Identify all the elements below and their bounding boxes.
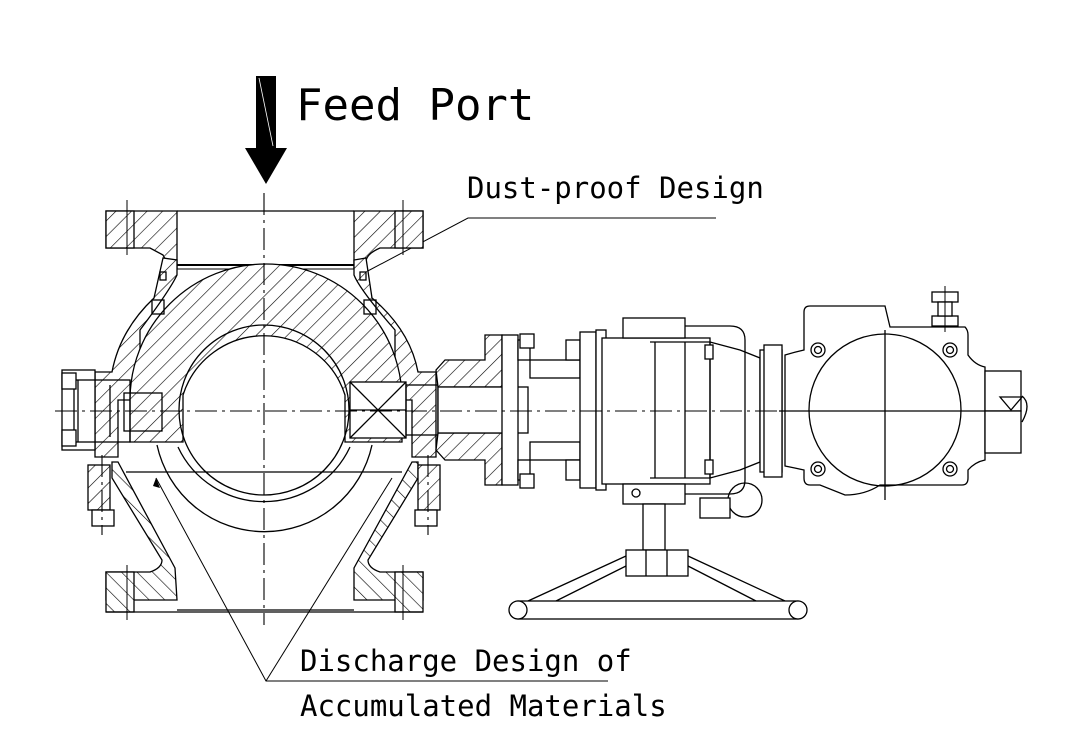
stem-gland — [435, 333, 581, 489]
feed-port-label: Feed Port — [296, 80, 534, 131]
centerlines — [55, 193, 780, 625]
dust-proof-label: Dust-proof Design — [467, 171, 764, 205]
actuator — [779, 286, 1028, 500]
gearbox — [579, 317, 783, 519]
down-arrow-icon — [245, 76, 287, 184]
valve-body — [61, 200, 441, 620]
discharge-label-line1: Discharge Design of — [300, 644, 632, 678]
mounting-hole — [810, 342, 958, 477]
dust-proof-leader — [363, 217, 716, 274]
discharge-leader — [153, 477, 608, 682]
discharge-label-line2: Accumulated Materials — [300, 689, 667, 723]
handwheel-stand — [508, 503, 808, 620]
